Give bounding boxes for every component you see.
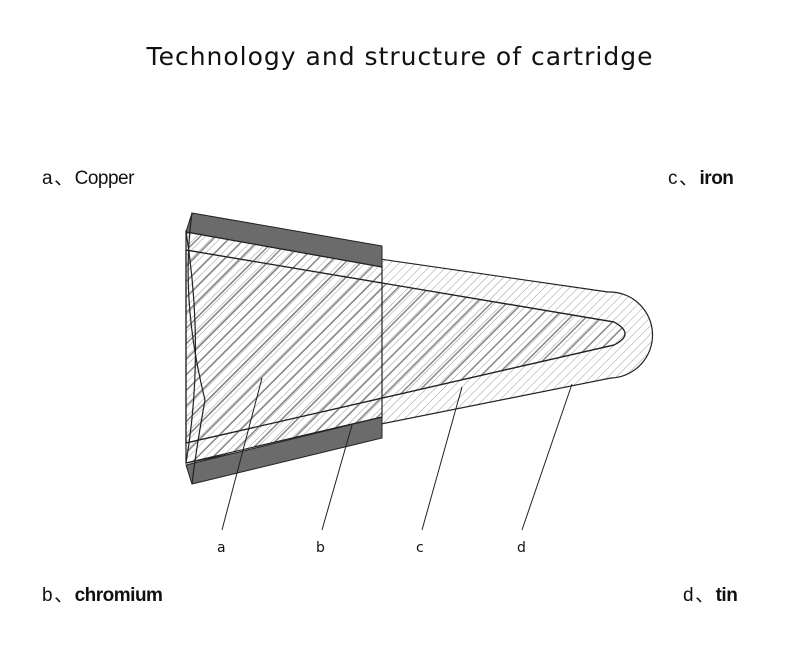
left-edge [187, 212, 206, 485]
legend-item-chromium: b、chromium [42, 580, 163, 607]
legend-letter: d [683, 585, 694, 606]
callout-label-b: b [316, 540, 325, 556]
legend-name: Copper [74, 168, 135, 189]
inner-tip [613, 321, 626, 346]
legend-separator: 、 [54, 168, 73, 189]
diagram-title: Technology and structure of cartridge [146, 42, 654, 71]
legend-item-iron: c、iron [668, 163, 734, 190]
callout-label-c: c [416, 540, 424, 556]
callout-line-d [521, 383, 573, 531]
legend-item-tin: d、tin [683, 580, 738, 607]
copper-core [185, 231, 383, 464]
inner-boundary-top [185, 249, 615, 323]
inner-boundary-bottom [185, 344, 615, 444]
legend-separator: 、 [54, 585, 73, 606]
callout-line-b [321, 424, 353, 531]
legend-separator: 、 [679, 168, 698, 189]
legend-name: iron [699, 168, 734, 189]
legend-name: chromium [74, 585, 163, 606]
callout-line-c [421, 386, 463, 531]
legend-separator: 、 [695, 585, 714, 606]
legend-name: tin [715, 585, 738, 606]
legend-letter: a [42, 168, 53, 189]
legend-item-copper: a、Copper [42, 163, 134, 190]
callout-label-d: d [517, 540, 526, 556]
callout-line-a [221, 377, 263, 531]
callout-label-a: a [217, 540, 226, 556]
legend-letter: c [668, 168, 678, 189]
legend-letter: b [42, 585, 53, 606]
